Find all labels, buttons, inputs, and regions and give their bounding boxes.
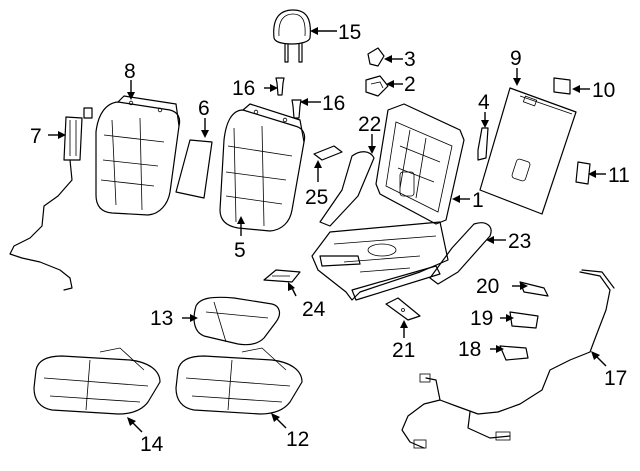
callout-14: 14 bbox=[140, 433, 164, 456]
callout-labels: 15 3 2 8 6 7 16 16 22 25 4 9 10 11 1 5 2… bbox=[30, 21, 630, 456]
part-wiring-harness bbox=[401, 269, 615, 449]
callout-22: 22 bbox=[358, 113, 381, 136]
callout-3: 3 bbox=[404, 48, 416, 71]
callout-24: 24 bbox=[302, 298, 326, 321]
callout-17: 17 bbox=[604, 367, 627, 390]
part-seat-cushion-right bbox=[175, 347, 303, 415]
callout-15: 15 bbox=[338, 21, 361, 44]
callout-9: 9 bbox=[510, 47, 522, 70]
part-seat-back-left bbox=[95, 95, 181, 216]
callout-10: 10 bbox=[592, 79, 615, 102]
part-side-shield bbox=[429, 222, 492, 285]
callout-21: 21 bbox=[392, 339, 415, 362]
part-plate bbox=[385, 297, 421, 321]
callout-18: 18 bbox=[458, 338, 481, 361]
part-trim-block bbox=[313, 145, 343, 161]
callout-20: 20 bbox=[476, 275, 499, 298]
callout-16b: 16 bbox=[322, 92, 345, 115]
part-bracket bbox=[263, 269, 301, 283]
callout-1: 1 bbox=[472, 189, 484, 212]
leader-lines bbox=[48, 27, 607, 433]
part-back-panel bbox=[175, 139, 213, 199]
part-seat-back-center bbox=[219, 103, 306, 232]
callout-12: 12 bbox=[286, 428, 309, 451]
callout-23: 23 bbox=[508, 230, 531, 253]
callout-4: 4 bbox=[478, 91, 490, 114]
callout-8: 8 bbox=[124, 60, 136, 83]
part-guide-pin bbox=[275, 77, 302, 119]
part-seat-cushion-left bbox=[33, 347, 161, 415]
callout-11: 11 bbox=[608, 164, 630, 187]
part-motor-harness bbox=[9, 107, 93, 291]
callout-6: 6 bbox=[198, 97, 210, 120]
part-seat-frame bbox=[311, 103, 465, 301]
part-cushion-pad bbox=[193, 296, 281, 346]
callout-2: 2 bbox=[404, 73, 416, 96]
part-cover-caps bbox=[553, 77, 591, 185]
callout-16a: 16 bbox=[232, 77, 255, 100]
callout-5: 5 bbox=[234, 239, 246, 262]
part-clips bbox=[365, 47, 389, 97]
part-headrest bbox=[273, 9, 311, 63]
callout-25: 25 bbox=[305, 186, 328, 209]
callout-7: 7 bbox=[30, 125, 42, 148]
callout-19: 19 bbox=[470, 307, 493, 330]
callout-13: 13 bbox=[150, 307, 173, 330]
part-back-board bbox=[479, 87, 577, 215]
part-latch bbox=[477, 127, 489, 161]
part-side-trim bbox=[319, 151, 375, 227]
